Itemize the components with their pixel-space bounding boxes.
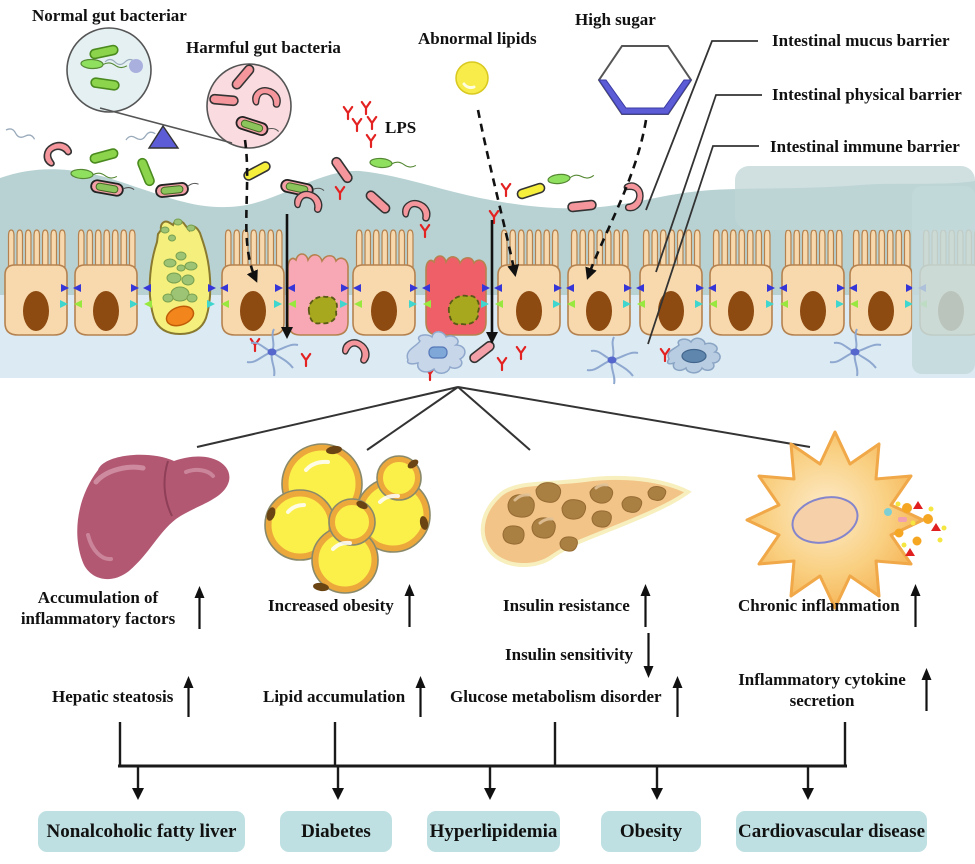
stat-text: Insulin resistance — [503, 596, 630, 616]
up-arrow-icon — [921, 668, 932, 711]
up-arrow-icon — [194, 586, 205, 629]
abnormal-lipid-molecule — [455, 61, 489, 95]
stat-glucose-metabolism: Glucose metabolism disorder — [450, 676, 685, 718]
stat-text: Insulin sensitivity — [505, 645, 634, 665]
stat-text: Lipid accumulation — [263, 687, 406, 707]
adipose-tissue-illustration — [264, 443, 431, 594]
epithelial-cell-row — [4, 218, 975, 336]
disease-label: Diabetes — [301, 820, 371, 842]
disease-box-cardiovascular: Cardiovascular disease — [736, 811, 927, 852]
stat-text: Accumulation of inflammatory factors — [20, 587, 176, 628]
barrier-connector-lines — [645, 40, 762, 345]
up-arrow-icon — [183, 676, 194, 717]
up-arrow-icon — [672, 676, 683, 717]
disease-box-nafld: Nonalcoholic fatty liver — [38, 811, 245, 852]
disease-box-hyperlipidemia: Hyperlipidemia — [427, 811, 560, 852]
label-lps: LPS — [385, 118, 417, 137]
stat-insulin-sensitivity: Insulin sensitivity — [505, 632, 656, 678]
stat-text: Glucose metabolism disorder — [450, 687, 662, 707]
disease-label: Hyperlipidemia — [429, 820, 558, 842]
sugar-hexagon — [597, 45, 693, 115]
goblet-cell — [148, 218, 212, 336]
secreted-cytokines — [884, 501, 947, 556]
label-mucus-barrier: Intestinal mucus barrier — [772, 31, 950, 50]
harmful-bacteria-circle — [206, 62, 292, 149]
up-arrow-icon — [404, 584, 415, 627]
stat-text: Chronic inflammation — [738, 596, 900, 616]
label-immune-barrier: Intestinal immune barrier — [770, 137, 960, 156]
disease-box-diabetes: Diabetes — [280, 811, 392, 852]
normal-bacteria-circle — [66, 27, 152, 113]
balance-fulcrum-triangle — [147, 124, 180, 149]
stat-increased-obesity: Increased obesity — [268, 584, 417, 628]
stat-lipid-accumulation: Lipid accumulation — [263, 676, 428, 718]
stat-text: Hepatic steatosis — [52, 687, 174, 707]
stat-insulin-resistance: Insulin resistance — [503, 584, 653, 628]
up-arrow-icon — [910, 584, 921, 627]
label-abnormal-lipids: Abnormal lipids — [418, 29, 537, 48]
inflammatory-cell-illustration — [745, 430, 947, 610]
label-harmful-gut-bacteria: Harmful gut bacteria — [186, 38, 341, 57]
label-physical-barrier: Intestinal physical barrier — [772, 85, 962, 104]
up-arrow-icon — [640, 584, 651, 627]
down-arrow-icon — [643, 633, 654, 678]
damaged-cell-pink — [287, 253, 349, 336]
label-high-sugar: High sugar — [575, 10, 656, 29]
mucus-overlay-right — [735, 166, 975, 374]
dendritic-cell — [406, 331, 466, 374]
liver-illustration — [77, 454, 230, 580]
invasion-arrows — [243, 109, 648, 344]
stat-chronic-inflammation: Chronic inflammation — [738, 584, 923, 628]
flow-connectors — [118, 722, 847, 800]
disease-label: Obesity — [619, 820, 683, 842]
disease-label: Cardiovascular disease — [737, 820, 925, 842]
damaged-cell-red — [425, 255, 487, 336]
immune-cells — [246, 328, 882, 385]
stat-hepatic-steatosis: Hepatic steatosis — [52, 676, 196, 718]
organ-fan-lines — [196, 386, 811, 451]
pancreas-illustration — [480, 475, 692, 568]
stat-text: Inflammatory cytokine secretion — [738, 669, 906, 710]
macrophage-cell — [666, 337, 721, 374]
stat-cytokine-secretion: Inflammatory cytokine secretion — [733, 668, 934, 712]
stat-inflammatory-factors: Accumulation of inflammatory factors — [12, 586, 207, 630]
balance-seesaw — [99, 107, 233, 149]
up-arrow-icon — [415, 676, 426, 717]
stat-text: Increased obesity — [268, 596, 394, 616]
disease-box-obesity: Obesity — [601, 811, 701, 852]
disease-label: Nonalcoholic fatty liver — [46, 820, 237, 842]
label-normal-gut-bacteria: Normal gut bacteriar — [32, 6, 187, 25]
